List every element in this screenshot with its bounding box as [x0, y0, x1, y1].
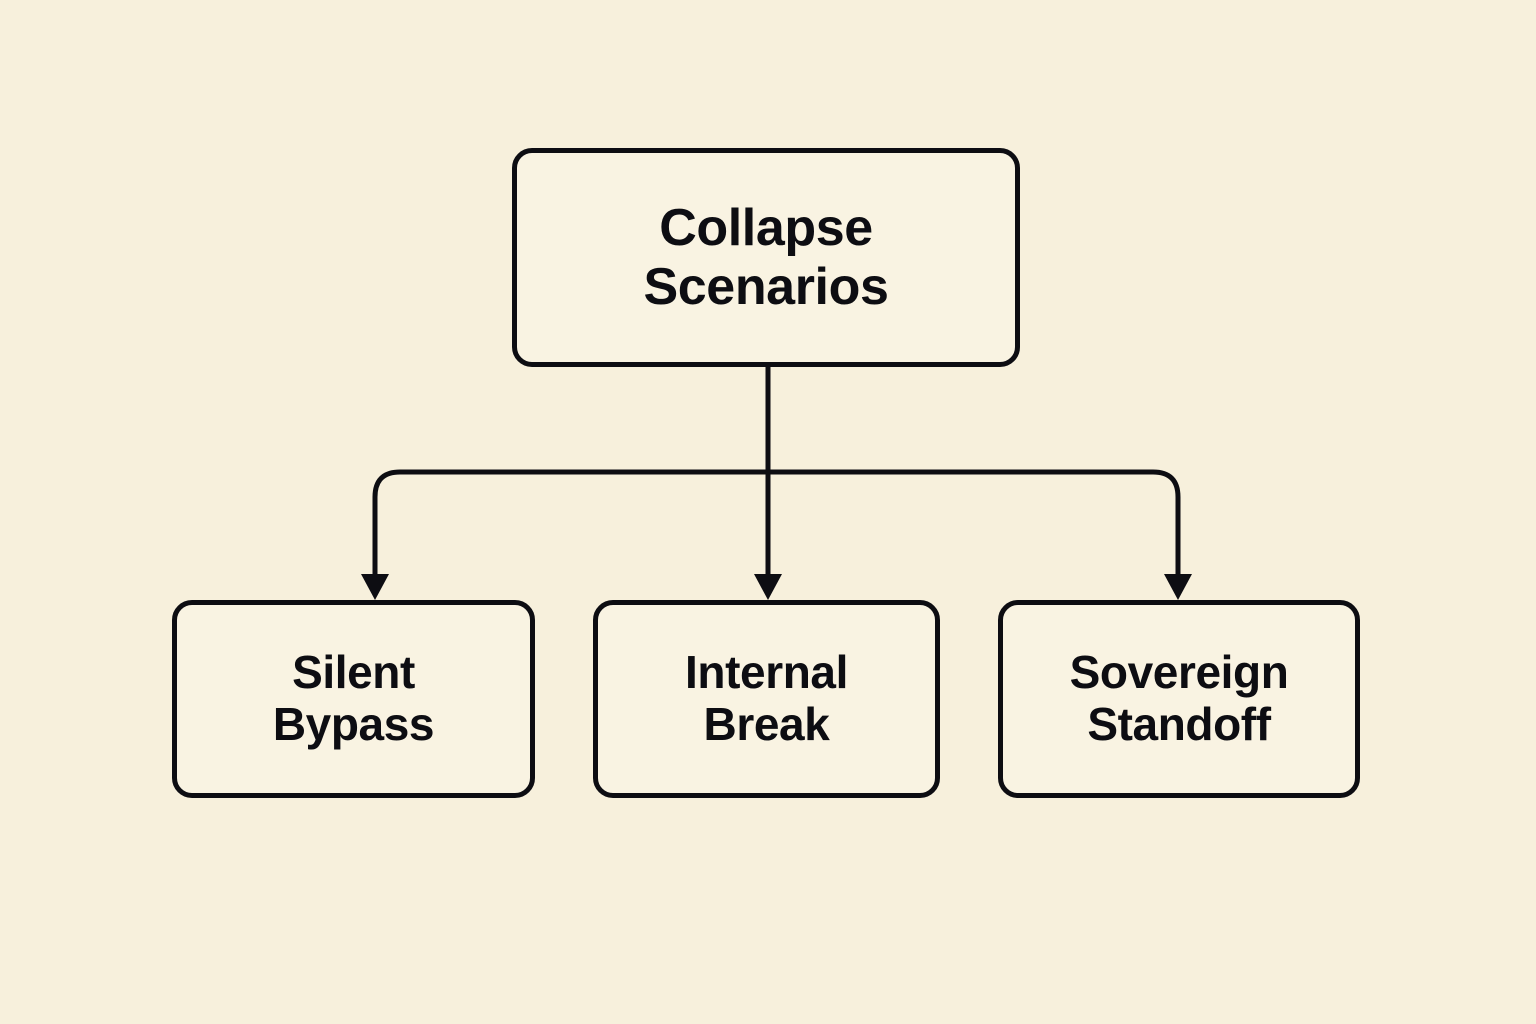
arrowhead-internal-break [754, 574, 782, 600]
node-sovereign-standoff-label: Sovereign Standoff [1069, 646, 1289, 750]
node-sovereign-standoff[interactable]: Sovereign Standoff [998, 600, 1360, 798]
node-collapse-scenarios[interactable]: Collapse Scenarios [512, 148, 1020, 367]
node-internal-break-label: Internal Break [685, 646, 848, 750]
connector-bus-right-elbow [768, 469, 1181, 576]
arrowhead-silent-bypass [361, 574, 389, 600]
arrowhead-sovereign-standoff [1164, 574, 1192, 600]
node-collapse-scenarios-label: Collapse Scenarios [643, 199, 889, 316]
node-internal-break[interactable]: Internal Break [593, 600, 940, 798]
connector-bus-left-elbow [372, 469, 768, 576]
node-silent-bypass-label: Silent Bypass [272, 646, 435, 750]
node-silent-bypass[interactable]: Silent Bypass [172, 600, 535, 798]
